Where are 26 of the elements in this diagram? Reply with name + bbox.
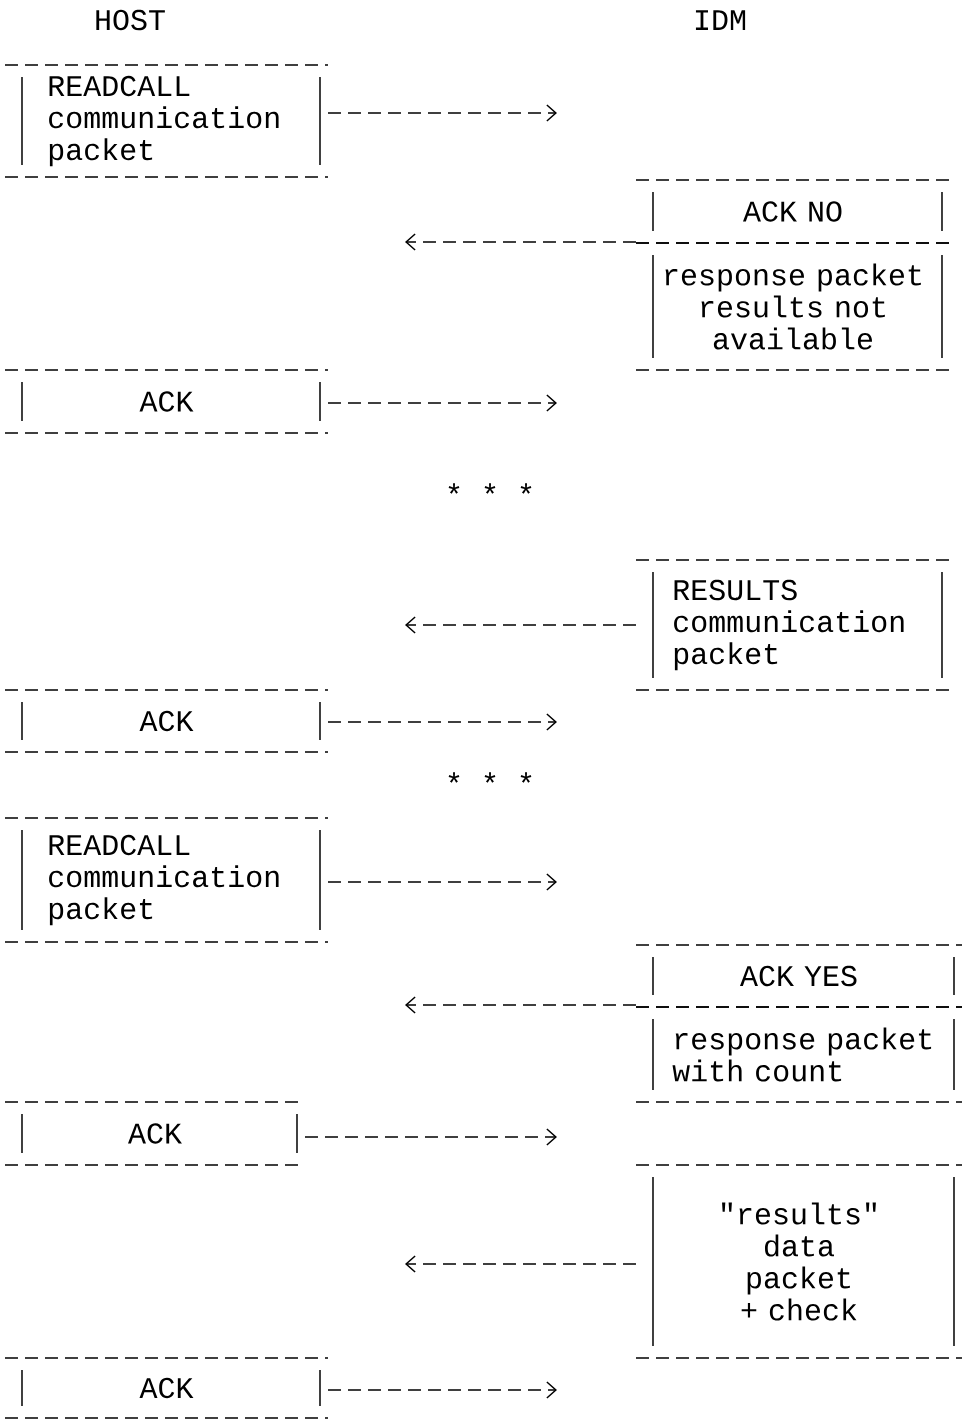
packet-box: RESULTS communication packet — [635, 559, 951, 691]
packet-box: ACK — [4, 1101, 306, 1166]
arrow — [405, 1255, 637, 1273]
packet-box: ACK — [4, 1357, 329, 1419]
packet-box: READCALL communication packet — [4, 64, 329, 178]
arrow — [327, 104, 557, 122]
arrow — [405, 616, 637, 634]
packet-box: response packet with count — [635, 1006, 963, 1103]
column-heading: IDM — [695, 10, 746, 30]
arrow — [327, 873, 557, 891]
packet-box: ACK NO — [635, 179, 951, 244]
packet-box: READCALL communication packet — [4, 817, 329, 943]
arrow — [327, 394, 557, 412]
packet-box: "results" data packet + check — [635, 1164, 963, 1359]
arrow — [327, 1381, 557, 1399]
packet-box: ACK — [4, 689, 329, 753]
packet-box: response packet results not available — [635, 242, 951, 371]
arrow — [304, 1128, 557, 1146]
column-heading: HOST — [96, 9, 165, 31]
arrow — [405, 233, 637, 251]
packet-box: ACK YES — [635, 944, 963, 1008]
arrow — [405, 996, 637, 1014]
separator-stars: * * * — [448, 483, 532, 494]
packet-box: ACK — [4, 369, 329, 434]
separator-stars: * * * — [448, 772, 532, 783]
arrow — [327, 713, 557, 731]
